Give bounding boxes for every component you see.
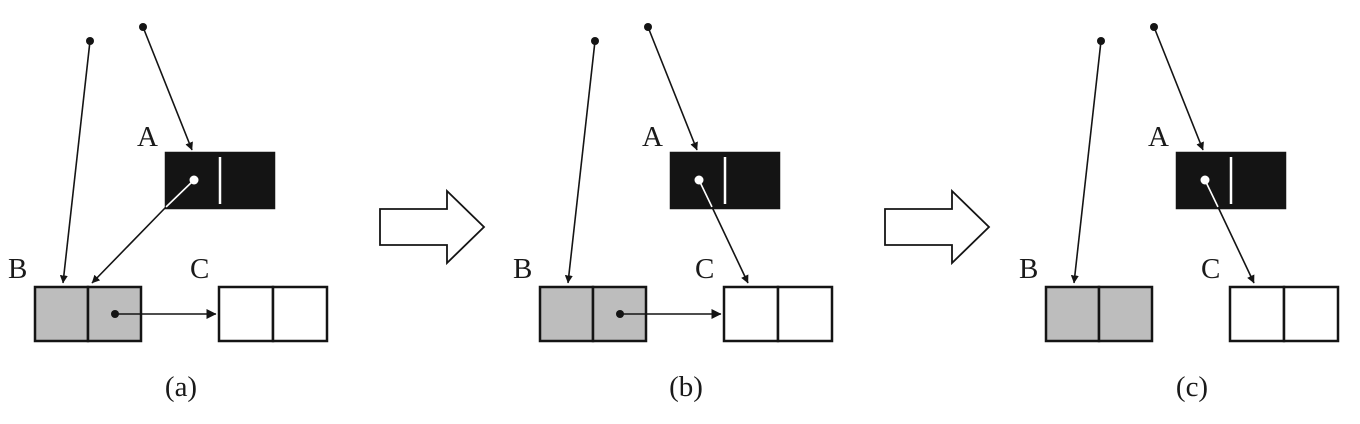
node-b-left: [538, 285, 595, 343]
node-c-left: [722, 285, 780, 343]
root-pointer-to-b: [564, 40, 596, 284]
node-a-pointer-to-b: [91, 206, 167, 284]
node-c-right: [271, 285, 329, 343]
root-pointer-to-b: [59, 40, 91, 284]
label-a: A: [137, 121, 158, 153]
label-b: B: [8, 253, 27, 285]
panel-b: A B C (b): [513, 23, 834, 403]
node-a-pointer-to-c: [1217, 206, 1255, 284]
root-pointer-to-a: [647, 26, 698, 151]
transition-arrow-2: [884, 188, 991, 266]
transition-arrow-1: [379, 188, 486, 266]
label-b: B: [1019, 253, 1038, 285]
node-c-right: [1282, 285, 1340, 343]
caption-b: (b): [669, 371, 703, 403]
root-pointer-to-a: [142, 26, 193, 151]
panel-a: A B C (a): [8, 23, 329, 403]
label-a: A: [1148, 121, 1169, 153]
label-a: A: [642, 121, 663, 153]
panel-c: A B C (c): [1019, 23, 1340, 403]
node-c-right: [776, 285, 834, 343]
caption-a: (a): [165, 371, 197, 403]
label-c: C: [1201, 253, 1220, 285]
node-b-left: [1044, 285, 1101, 343]
node-a-pointer-white: [698, 179, 713, 208]
label-c: C: [695, 253, 714, 285]
node-b-right: [1097, 285, 1154, 343]
label-b: B: [513, 253, 532, 285]
caption-c: (c): [1176, 371, 1208, 403]
node-c-left: [217, 285, 275, 343]
node-b-left: [33, 285, 90, 343]
label-c: C: [190, 253, 209, 285]
node-a-pointer-white: [1204, 179, 1219, 208]
root-pointer-to-b: [1070, 40, 1102, 284]
node-a-pointer-white: [165, 179, 195, 208]
node-c-left: [1228, 285, 1286, 343]
root-pointer-to-a: [1153, 26, 1204, 151]
node-a-pointer-to-c: [711, 206, 749, 284]
